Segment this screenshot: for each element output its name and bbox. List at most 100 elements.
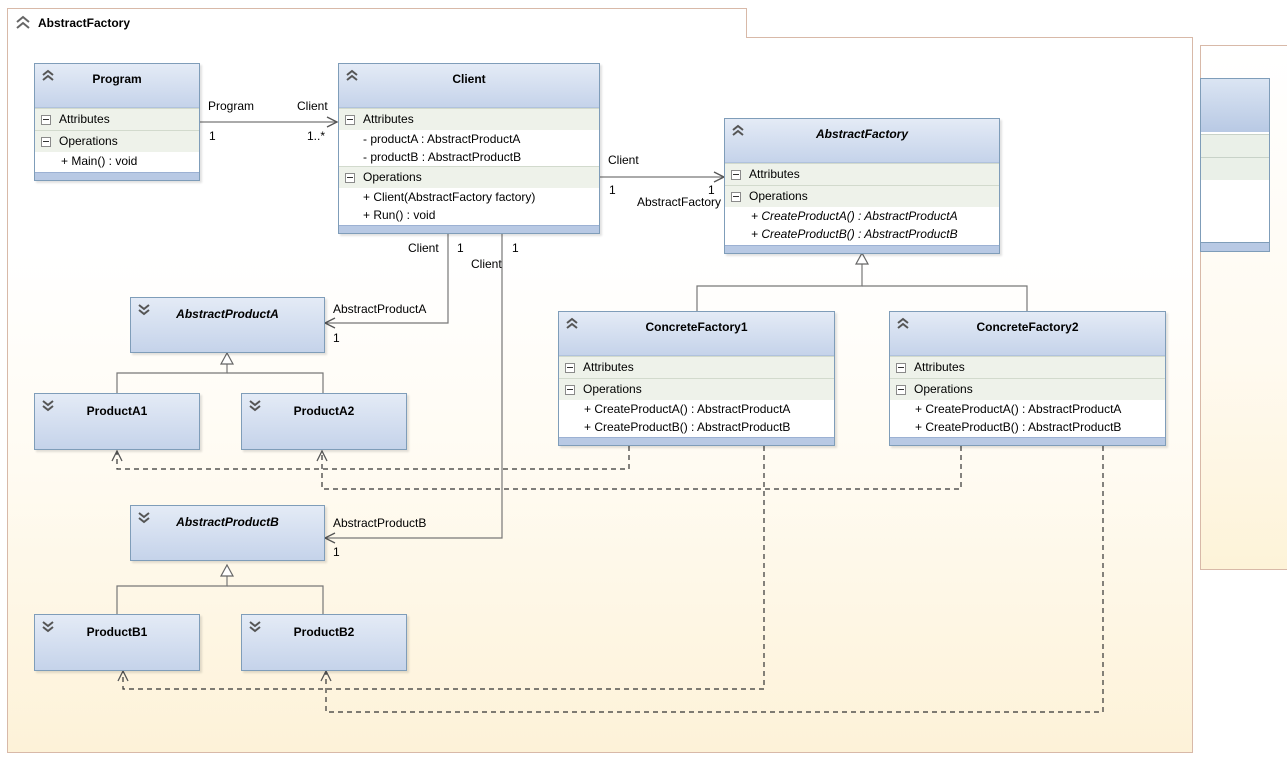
assoc-source-role: Client	[408, 241, 439, 255]
assoc-target-role: Client	[297, 99, 328, 113]
class-concrete-factory2[interactable]: ConcreteFactory2 Attributes Operations +…	[889, 311, 1166, 446]
diagram-title: AbstractFactory	[38, 16, 131, 30]
operations-compartment[interactable]: Operations	[339, 166, 599, 188]
assoc-source-role: Client	[471, 257, 502, 271]
operations-compartment[interactable]: Operations	[559, 378, 834, 400]
class-product-b1[interactable]: ProductB1	[34, 614, 200, 671]
assoc-target-multiplicity: 1	[708, 183, 715, 197]
collapse-section-icon[interactable]	[345, 115, 355, 125]
collapse-section-icon[interactable]	[896, 385, 906, 395]
collapse-class-icon[interactable]	[344, 68, 360, 82]
generalization-product-a-head	[219, 351, 235, 365]
class-abstract-product-a[interactable]: AbstractProductA	[130, 297, 325, 353]
operation-item[interactable]: + CreateProductB() : AbstractProductB	[559, 418, 834, 436]
collapse-class-icon[interactable]	[40, 68, 56, 82]
generalization-product-b-head	[219, 563, 235, 577]
collapse-section-icon[interactable]	[565, 363, 575, 373]
collapse-diagram-icon[interactable]	[14, 14, 32, 30]
class-abstract-product-b[interactable]: AbstractProductB	[130, 505, 325, 561]
collapse-section-icon[interactable]	[345, 173, 355, 183]
class-product-a1[interactable]: ProductA1	[34, 393, 200, 450]
class-product-b2[interactable]: ProductB2	[241, 614, 407, 671]
attributes-compartment[interactable]: Attributes	[725, 163, 999, 185]
collapse-section-icon[interactable]	[565, 385, 575, 395]
operation-item[interactable]: + CreateProductA() : AbstractProductA	[559, 400, 834, 418]
collapse-class-icon[interactable]	[895, 316, 911, 330]
assoc-target-multiplicity: 1	[333, 331, 340, 345]
expand-class-icon[interactable]	[136, 510, 152, 524]
generalization-factory1	[696, 256, 863, 311]
attributes-compartment[interactable]: Attributes	[35, 108, 199, 130]
dependency-cf1-producta1	[117, 446, 630, 470]
generalization-factory-head	[854, 251, 870, 265]
generalization-product-a1	[116, 363, 228, 393]
assoc-client-productb	[325, 234, 503, 538]
dependency-cf2-productb2	[326, 446, 1104, 713]
collapse-class-icon[interactable]	[564, 316, 580, 330]
assoc-source-role: Client	[608, 153, 639, 167]
class-name: AbstractFactory	[815, 127, 909, 141]
assoc-source-role: Program	[208, 99, 255, 113]
class-name: Client	[452, 72, 486, 86]
assoc-target-role: AbstractProductA	[333, 302, 427, 316]
collapse-section-icon[interactable]	[731, 192, 741, 202]
generalization-product-b1	[116, 576, 228, 614]
class-name: Program	[92, 72, 142, 86]
dependency-cf1-productb1	[123, 446, 765, 690]
operations-compartment[interactable]: Operations	[890, 378, 1165, 400]
collapse-section-icon[interactable]	[731, 170, 741, 180]
class-name: AbstractProductA	[176, 307, 279, 321]
class-client[interactable]: Client Attributes - productA : AbstractP…	[338, 63, 600, 234]
operation-item[interactable]: + Run() : void	[339, 206, 599, 224]
class-product-a2[interactable]: ProductA2	[241, 393, 407, 450]
operation-item[interactable]: + CreateProductA() : AbstractProductA	[725, 207, 999, 225]
class-program[interactable]: Program Attributes Operations + Main() :…	[34, 63, 200, 181]
attributes-compartment[interactable]: Attributes	[559, 356, 834, 378]
operation-item[interactable]: + Main() : void	[35, 152, 199, 170]
attributes-compartment[interactable]: Attributes	[339, 108, 599, 130]
collapse-section-icon[interactable]	[41, 137, 51, 147]
class-abstract-factory[interactable]: AbstractFactory Attributes Operations + …	[724, 118, 1000, 254]
operations-compartment[interactable]: Operations	[35, 130, 199, 152]
generalization-product-b2	[227, 585, 324, 614]
generalization-product-a2	[227, 372, 324, 393]
class-name: ConcreteFactory2	[976, 320, 1079, 334]
dependency-cf2-producta2	[322, 446, 962, 490]
operation-item[interactable]: + CreateProductB() : AbstractProductB	[725, 225, 999, 243]
assoc-client-producta	[325, 234, 449, 323]
operations-compartment[interactable]: Operations	[725, 185, 999, 207]
operation-item[interactable]: + Client(AbstractFactory factory)	[339, 188, 599, 206]
expand-class-icon[interactable]	[40, 398, 56, 412]
class-name: ProductB1	[86, 625, 148, 639]
assoc-source-multiplicity: 1	[457, 241, 464, 255]
class-concrete-factory1[interactable]: ConcreteFactory1 Attributes Operations +…	[558, 311, 835, 446]
assoc-target-multiplicity: 1..*	[307, 129, 326, 143]
class-name: ProductA1	[86, 404, 148, 418]
assoc-source-multiplicity: 1	[209, 129, 216, 143]
generalization-factory2	[862, 285, 1028, 311]
assoc-target-role: AbstractFactory	[637, 195, 722, 209]
assoc-target-role: AbstractProductB	[333, 516, 427, 530]
expand-class-icon[interactable]	[136, 302, 152, 316]
collapse-section-icon[interactable]	[896, 363, 906, 373]
collapse-class-icon[interactable]	[730, 123, 746, 137]
class-name: AbstractProductB	[176, 515, 279, 529]
assoc-source-multiplicity: 1	[512, 241, 519, 255]
class-name: ProductB2	[293, 625, 355, 639]
collapse-section-icon[interactable]	[41, 115, 51, 125]
class-name: ProductA2	[293, 404, 355, 418]
attributes-compartment[interactable]: Attributes	[890, 356, 1165, 378]
assoc-source-multiplicity: 1	[609, 183, 616, 197]
expand-class-icon[interactable]	[247, 619, 263, 633]
assoc-target-multiplicity: 1	[333, 545, 340, 559]
class-name: ConcreteFactory1	[645, 320, 748, 334]
attribute-item[interactable]: - productB : AbstractProductB	[339, 148, 599, 166]
operation-item[interactable]: + CreateProductB() : AbstractProductB	[890, 418, 1165, 436]
expand-class-icon[interactable]	[247, 398, 263, 412]
background-class-shape	[1200, 78, 1270, 252]
attribute-item[interactable]: - productA : AbstractProductA	[339, 130, 599, 148]
operation-item[interactable]: + CreateProductA() : AbstractProductA	[890, 400, 1165, 418]
expand-class-icon[interactable]	[40, 619, 56, 633]
diagram-header	[7, 8, 747, 38]
